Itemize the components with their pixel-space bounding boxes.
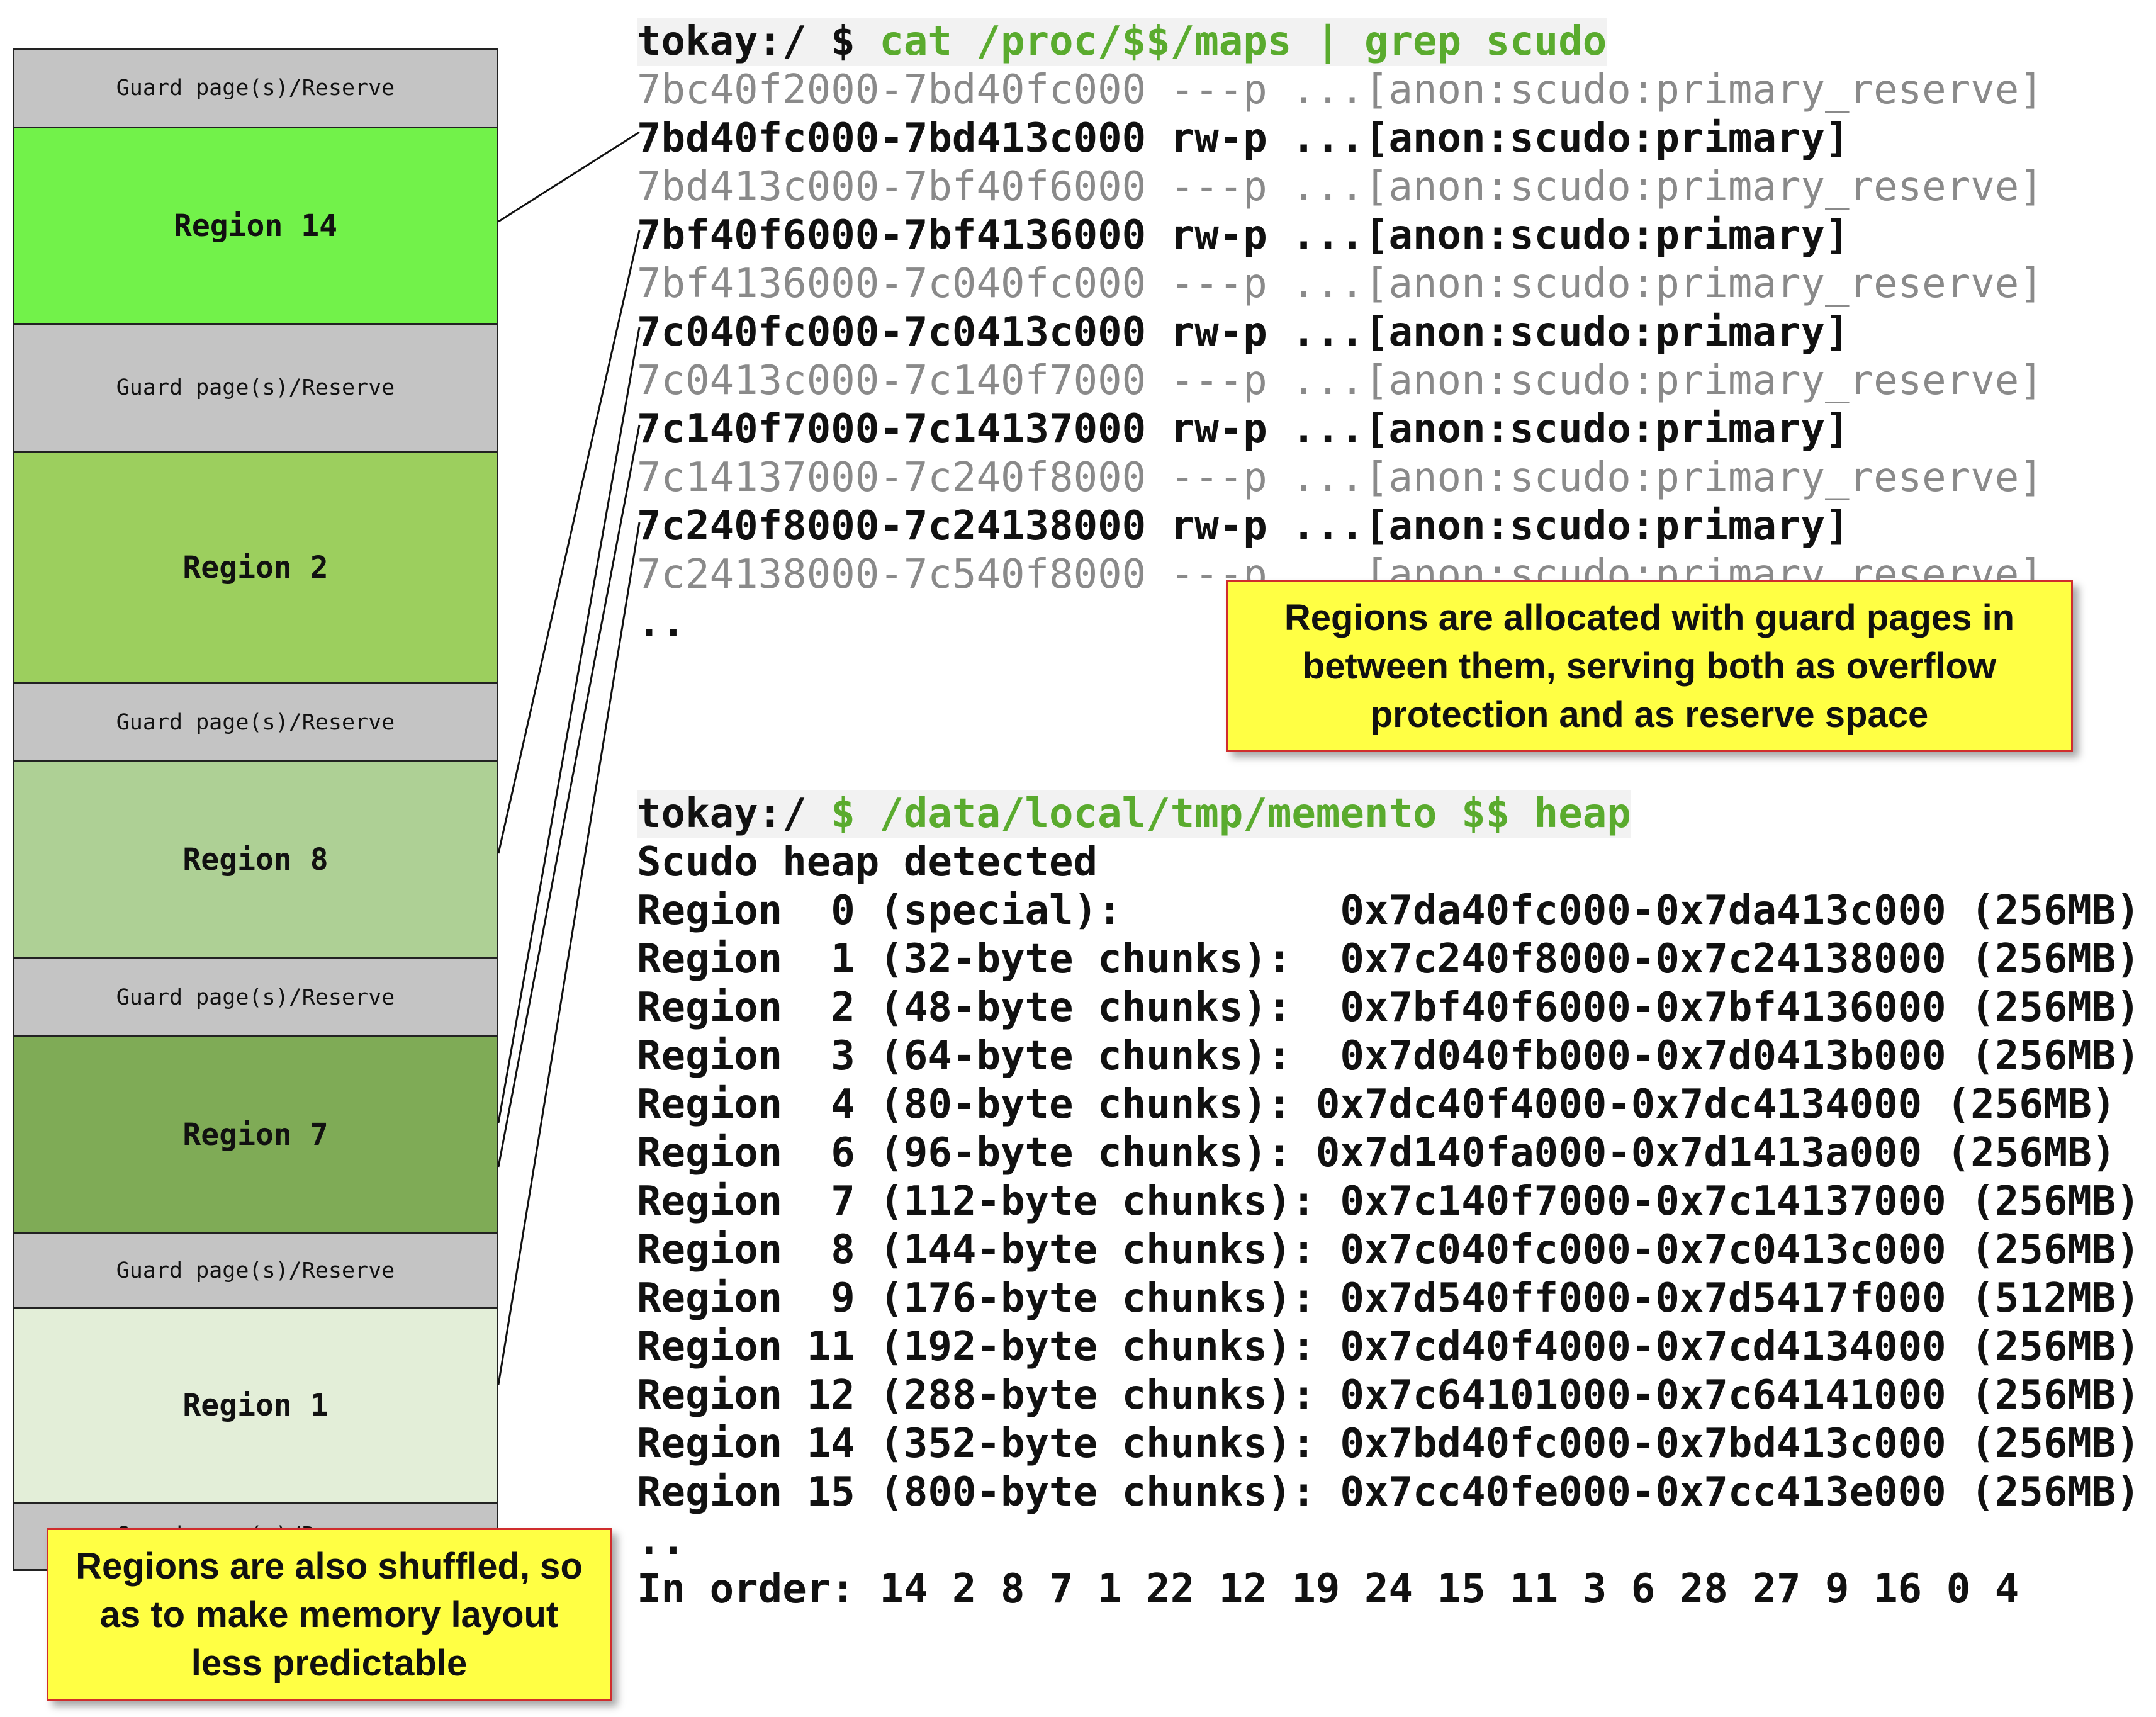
heap-region-line: Region 0 (special): 0x7da40fc000-0x7da41… (637, 887, 2140, 934)
maps-line: 7c240f8000-7c24138000 rw-p ...[anon:scud… (637, 503, 1850, 549)
maps-line: 7bd413c000-7bf40f6000 ---p ...[anon:scud… (637, 164, 2043, 210)
maps-line: 7c040fc000-7c0413c000 rw-p ...[anon:scud… (637, 309, 1850, 356)
region-2-block: Region 2 (14, 453, 497, 684)
maps-command: cat /proc/$$/maps | grep scudo (879, 18, 1607, 65)
heap-command-line: tokay:/ $ /data/local/tmp/memento $$ hea… (637, 790, 1631, 838)
maps-line: 7c24138000-7c540f8000 ---p ...[anon:scud… (637, 551, 2043, 598)
heap-region-line: Region 6 (96-byte chunks): 0x7d140fa000-… (637, 1130, 2116, 1176)
heap-region-line: Region 12 (288-byte chunks): 0x7c6410100… (637, 1372, 2140, 1419)
region-8-block: Region 8 (14, 762, 497, 959)
connector-region-1 (497, 522, 641, 1385)
heap-detected: Scudo heap detected (637, 839, 1098, 886)
heap-region-line: Region 3 (64-byte chunks): 0x7d040fb000-… (637, 1033, 2140, 1079)
heap-ellipsis: .. (637, 1517, 686, 1564)
guard-page-block: Guard page(s)/Reserve (14, 1234, 497, 1309)
guard-page-block: Guard page(s)/Reserve (14, 684, 497, 762)
maps-line: 7bf4136000-7c040fc000 ---p ...[anon:scud… (637, 261, 2043, 307)
maps-prompt: tokay:/ $ (637, 18, 880, 65)
heap-region-line: Region 11 (192-byte chunks): 0x7cd40f400… (637, 1324, 2140, 1370)
region-7-block: Region 7 (14, 1037, 497, 1234)
maps-line: 7bf40f6000-7bf4136000 rw-p ...[anon:scud… (637, 212, 1850, 259)
heap-region-line: Region 9 (176-byte chunks): 0x7d540ff000… (637, 1275, 2140, 1322)
guard-page-block: Guard page(s)/Reserve (14, 50, 497, 128)
connector-region-2 (497, 230, 641, 854)
maps-line: 7c0413c000-7c140f7000 ---p ...[anon:scud… (637, 357, 2043, 404)
maps-line: 7bd40fc000-7bd413c000 rw-p ...[anon:scud… (637, 115, 1850, 162)
heap-region-line: Region 2 (48-byte chunks): 0x7bf40f6000-… (637, 984, 2140, 1031)
maps-ellipsis: .. (637, 600, 686, 646)
region-1-block: Region 1 (14, 1309, 497, 1504)
heap-region-line: Region 8 (144-byte chunks): 0x7c040fc000… (637, 1227, 2140, 1273)
heap-region-line: Region 15 (800-byte chunks): 0x7cc40fe00… (637, 1469, 2140, 1516)
maps-command-line: tokay:/ $ cat /proc/$$/maps | grep scudo (637, 18, 1607, 66)
heap-prompt: tokay:/ (637, 791, 831, 837)
guard-page-block: Guard page(s)/Reserve (14, 325, 497, 453)
heap-region-line: Region 14 (352-byte chunks): 0x7bd40fc00… (637, 1421, 2140, 1467)
heap-region-line: Region 4 (80-byte chunks): 0x7dc40f4000-… (637, 1081, 2116, 1128)
heap-order-line: In order: 14 2 8 7 1 22 12 19 24 15 11 3… (637, 1566, 2019, 1613)
heap-command: $ /data/local/tmp/memento $$ heap (831, 791, 1631, 837)
connector-region-8 (497, 327, 641, 1123)
maps-line: 7c140f7000-7c14137000 rw-p ...[anon:scud… (637, 406, 1850, 453)
heap-region-line: Region 1 (32-byte chunks): 0x7c240f8000-… (637, 936, 2140, 982)
memory-region-stack: Guard page(s)/Reserve Region 14 Guard pa… (13, 48, 498, 1571)
maps-line: 7bc40f2000-7bd40fc000 ---p ...[anon:scud… (637, 67, 2043, 113)
maps-line: 7c14137000-7c240f8000 ---p ...[anon:scud… (637, 454, 2043, 501)
guard-pages-callout: Regions are allocated with guard pages i… (1226, 580, 2073, 752)
connector-region-7 (497, 424, 641, 1168)
region-14-block: Region 14 (14, 128, 497, 325)
guard-page-block: Guard page(s)/Reserve (14, 959, 497, 1037)
heap-region-line: Region 7 (112-byte chunks): 0x7c140f7000… (637, 1178, 2140, 1225)
connector-region-14 (498, 131, 640, 223)
shuffle-callout: Regions are also shuffled, so as to make… (47, 1528, 612, 1701)
